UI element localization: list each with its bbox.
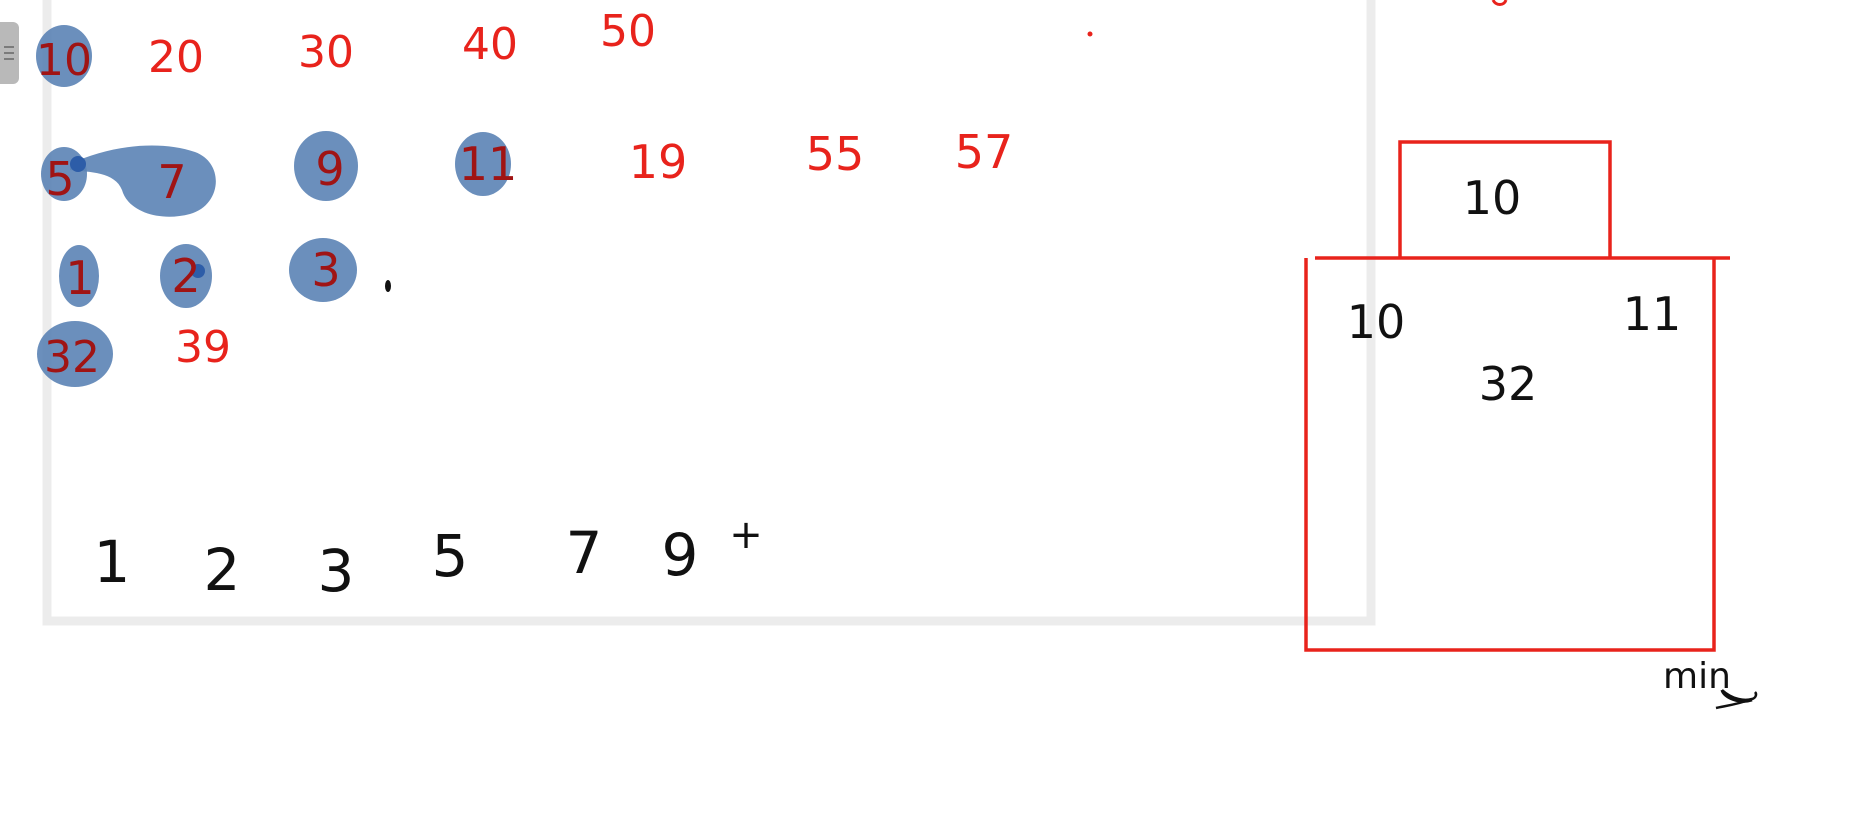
- row-1: 10 20 30 40 50: [36, 6, 656, 86]
- stray-mark-top: [1491, 0, 1508, 6]
- top-box-value: 10: [1463, 171, 1522, 225]
- row-2: 5 7 9 11 19 55 57: [45, 125, 1013, 209]
- row2-value-6: 57: [955, 125, 1014, 179]
- row-4: 32 39: [44, 322, 231, 383]
- bottom-sequence: 1 2 3 5 7 9 +: [94, 512, 763, 605]
- stray-dot: [1087, 31, 1093, 37]
- row1-value-1: 20: [148, 32, 204, 83]
- row-3: 1 2 3: [65, 243, 340, 305]
- highlight-2: [160, 244, 212, 308]
- row3-value-0: 1: [65, 251, 94, 305]
- row4-value-0: 32: [44, 332, 100, 383]
- highlight-dots: [70, 156, 205, 278]
- row2-value-0: 5: [45, 152, 74, 206]
- min-diagram: [1304, 140, 1730, 652]
- row3-value-2: 3: [311, 243, 340, 297]
- highlight-10: [36, 25, 92, 87]
- right-value: 11: [1623, 287, 1682, 341]
- center-value: 32: [1479, 357, 1538, 411]
- highlight-11: [455, 132, 511, 196]
- row2-value-5: 55: [806, 127, 865, 181]
- highlight-marks: [36, 25, 511, 387]
- top-box-outline: [1398, 140, 1612, 257]
- caption-tail: [1715, 689, 1758, 710]
- writing-area-frame: [42, 0, 1376, 626]
- seq-value-5: 9: [662, 521, 699, 589]
- highlight-3: [289, 238, 357, 302]
- row1-value-4: 50: [600, 6, 656, 57]
- row1-value-2: 30: [298, 27, 354, 78]
- highlight-1: [59, 245, 99, 307]
- min-diagram-labels: 10 10 11 32 min: [1347, 171, 1731, 697]
- row2-value-2: 9: [315, 142, 344, 196]
- seq-value-3: 5: [432, 522, 469, 590]
- row1-value-3: 40: [462, 19, 518, 70]
- grip-line-icon: [4, 58, 14, 60]
- row2-value-3: 11: [459, 137, 518, 191]
- seq-value-2: 3: [318, 537, 355, 605]
- left-value: 10: [1347, 295, 1406, 349]
- row2-value-4: 19: [629, 135, 688, 189]
- seq-value-1: 2: [204, 536, 241, 604]
- highlight-9: [294, 131, 358, 201]
- seq-value-0: 1: [94, 528, 131, 596]
- caption-min: min: [1663, 656, 1731, 697]
- seq-value-6: +: [729, 512, 763, 558]
- row2-value-1: 7: [157, 155, 186, 209]
- seq-value-4: 7: [566, 519, 603, 587]
- row1-value-0: 10: [36, 35, 92, 86]
- main-box-outline: [1304, 258, 1716, 652]
- ink-dot: [385, 280, 391, 292]
- highlight-5-7-link: [70, 145, 216, 217]
- row3-value-1: 2: [171, 249, 200, 303]
- grip-line-icon: [4, 52, 14, 54]
- row4-value-1: 39: [175, 322, 231, 373]
- highlight-32: [37, 321, 113, 387]
- collapse-panel-tab[interactable]: [0, 22, 19, 84]
- grip-line-icon: [4, 46, 14, 48]
